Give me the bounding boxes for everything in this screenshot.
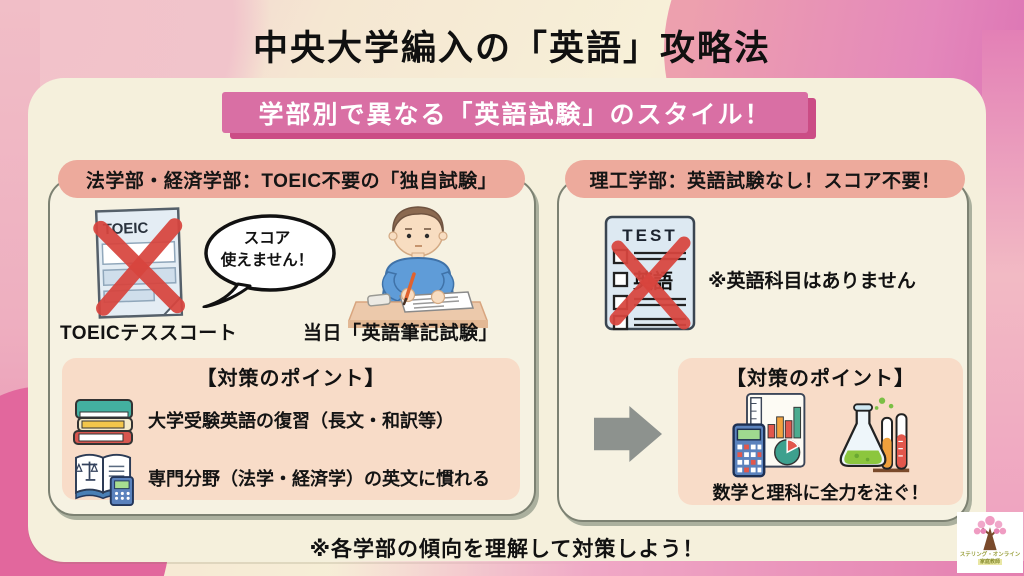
section-banner-label: 学部別で異なる「英語試験」のスタイル！ <box>258 100 772 129</box>
speech-bubble-line2: 使えません！ <box>220 252 314 270</box>
speech-bubble: スコア 使えません！ <box>196 212 338 308</box>
caption-toeic-score: TOEICテススコート <box>60 323 238 344</box>
left-point-2-text: 専門分野（法学・経済学）の英文に慣れる <box>148 469 490 489</box>
left-points-box <box>62 358 520 500</box>
footer-note: ※各学部の傾向を理解して対策しよう！ <box>309 538 705 561</box>
left-point-row-2: 専門分野（法学・経済学）の英文に慣れる <box>72 450 490 506</box>
left-points-header: 【対策のポイント】 <box>196 368 386 390</box>
brand-logo-line1: ステリング・オンライン <box>959 552 1021 558</box>
decor-strip-right <box>982 30 1024 576</box>
decor-strip-bottom <box>0 561 1024 576</box>
right-panel-header: 理工学部：英語試験なし！スコア不要！ <box>565 160 965 198</box>
section-banner: 学部別で異なる「英語試験」のスタイル！ <box>222 92 808 133</box>
speech-bubble-line1: スコア <box>243 230 291 247</box>
right-points-box <box>678 358 963 505</box>
left-point-row-1: 大学受験英語の復習（長文・和訳等） <box>72 394 454 446</box>
caption-written-exam: 当日「英語筆記試験」 <box>303 323 499 344</box>
right-points-icons <box>700 392 940 480</box>
math-calculator-chart-icon <box>729 392 809 480</box>
left-panel-header: 法学部・経済学部：TOEIC不要の「独自試験」 <box>58 160 525 198</box>
toeic-scorecard-crossed-icon: TOEIC <box>90 207 188 319</box>
tree-logo-icon <box>971 514 1009 552</box>
brand-logo: ステリング・オンライン 家庭教師 <box>957 512 1023 573</box>
student-writing-illustration <box>348 202 488 336</box>
test-sheet-crossed-icon: TEST 英語 <box>602 213 698 333</box>
left-panel-header-label: 法学部・経済学部：TOEIC不要の「独自試験」 <box>85 170 498 192</box>
law-book-calculator-icon <box>72 450 136 506</box>
test-card-title: TEST <box>622 226 677 245</box>
right-panel-header-label: 理工学部：英語試験なし！スコア不要！ <box>589 170 941 192</box>
left-point-1-text: 大学受験英語の復習（長文・和訳等） <box>148 411 454 431</box>
no-english-note: ※英語科目はありません <box>708 271 916 292</box>
right-points-caption: 数学と理科に全力を注ぐ！ <box>712 483 929 503</box>
speech-bubble-text: スコア 使えません！ <box>196 228 338 273</box>
science-flasks-icon <box>835 393 911 479</box>
right-points-header: 【対策のポイント】 <box>726 368 915 390</box>
books-stack-icon <box>72 394 136 446</box>
page-title: 中央大学編入の「英語」攻略法 <box>252 29 771 68</box>
brand-logo-line2: 家庭教師 <box>977 558 1002 566</box>
